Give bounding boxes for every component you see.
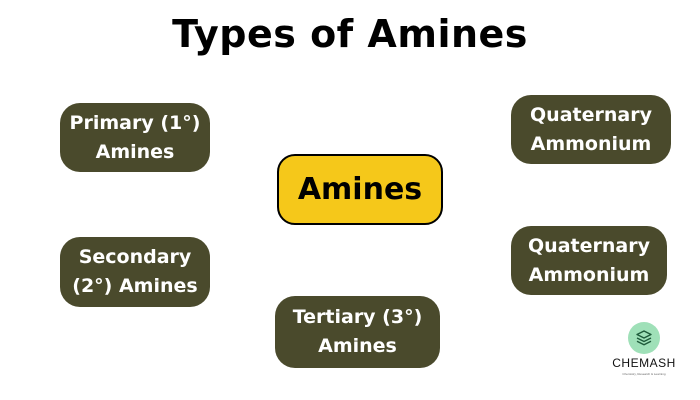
node-quat-top-line1: Quaternary [530, 103, 652, 126]
center-node-label: Amines [297, 172, 423, 207]
node-primary-amines: Primary (1°) Amines [60, 103, 210, 172]
page-title: Types of Amines [172, 12, 528, 56]
node-secondary-line2: (2°) Amines [72, 275, 198, 297]
node-primary-line2: Amines [95, 140, 175, 163]
node-secondary-amines: Secondary (2°) Amines [60, 237, 210, 307]
chemash-logo: CHEMASH Chemistry, Research & Learning [604, 322, 684, 382]
node-tertiary-line1: Tertiary (3°) [292, 306, 423, 328]
node-tertiary-line2: Amines [318, 335, 397, 357]
center-node-amines: Amines [277, 154, 443, 225]
node-quat-top-line2: Ammonium [530, 132, 652, 155]
node-quaternary-ammonium-top: Quaternary Ammonium [511, 95, 671, 164]
logo-tagline: Chemistry, Research & Learning [622, 372, 666, 376]
node-quaternary-ammonium-bottom: Quaternary Ammonium [511, 226, 667, 295]
node-tertiary-amines: Tertiary (3°) Amines [275, 296, 440, 368]
node-secondary-line1: Secondary [78, 246, 192, 268]
node-quat-bottom-line1: Quaternary [528, 234, 650, 257]
logo-brand-text: CHEMASH [612, 356, 676, 370]
layers-icon [628, 322, 660, 354]
node-quat-bottom-line2: Ammonium [528, 263, 650, 286]
node-primary-line1: Primary (1°) [69, 111, 201, 134]
